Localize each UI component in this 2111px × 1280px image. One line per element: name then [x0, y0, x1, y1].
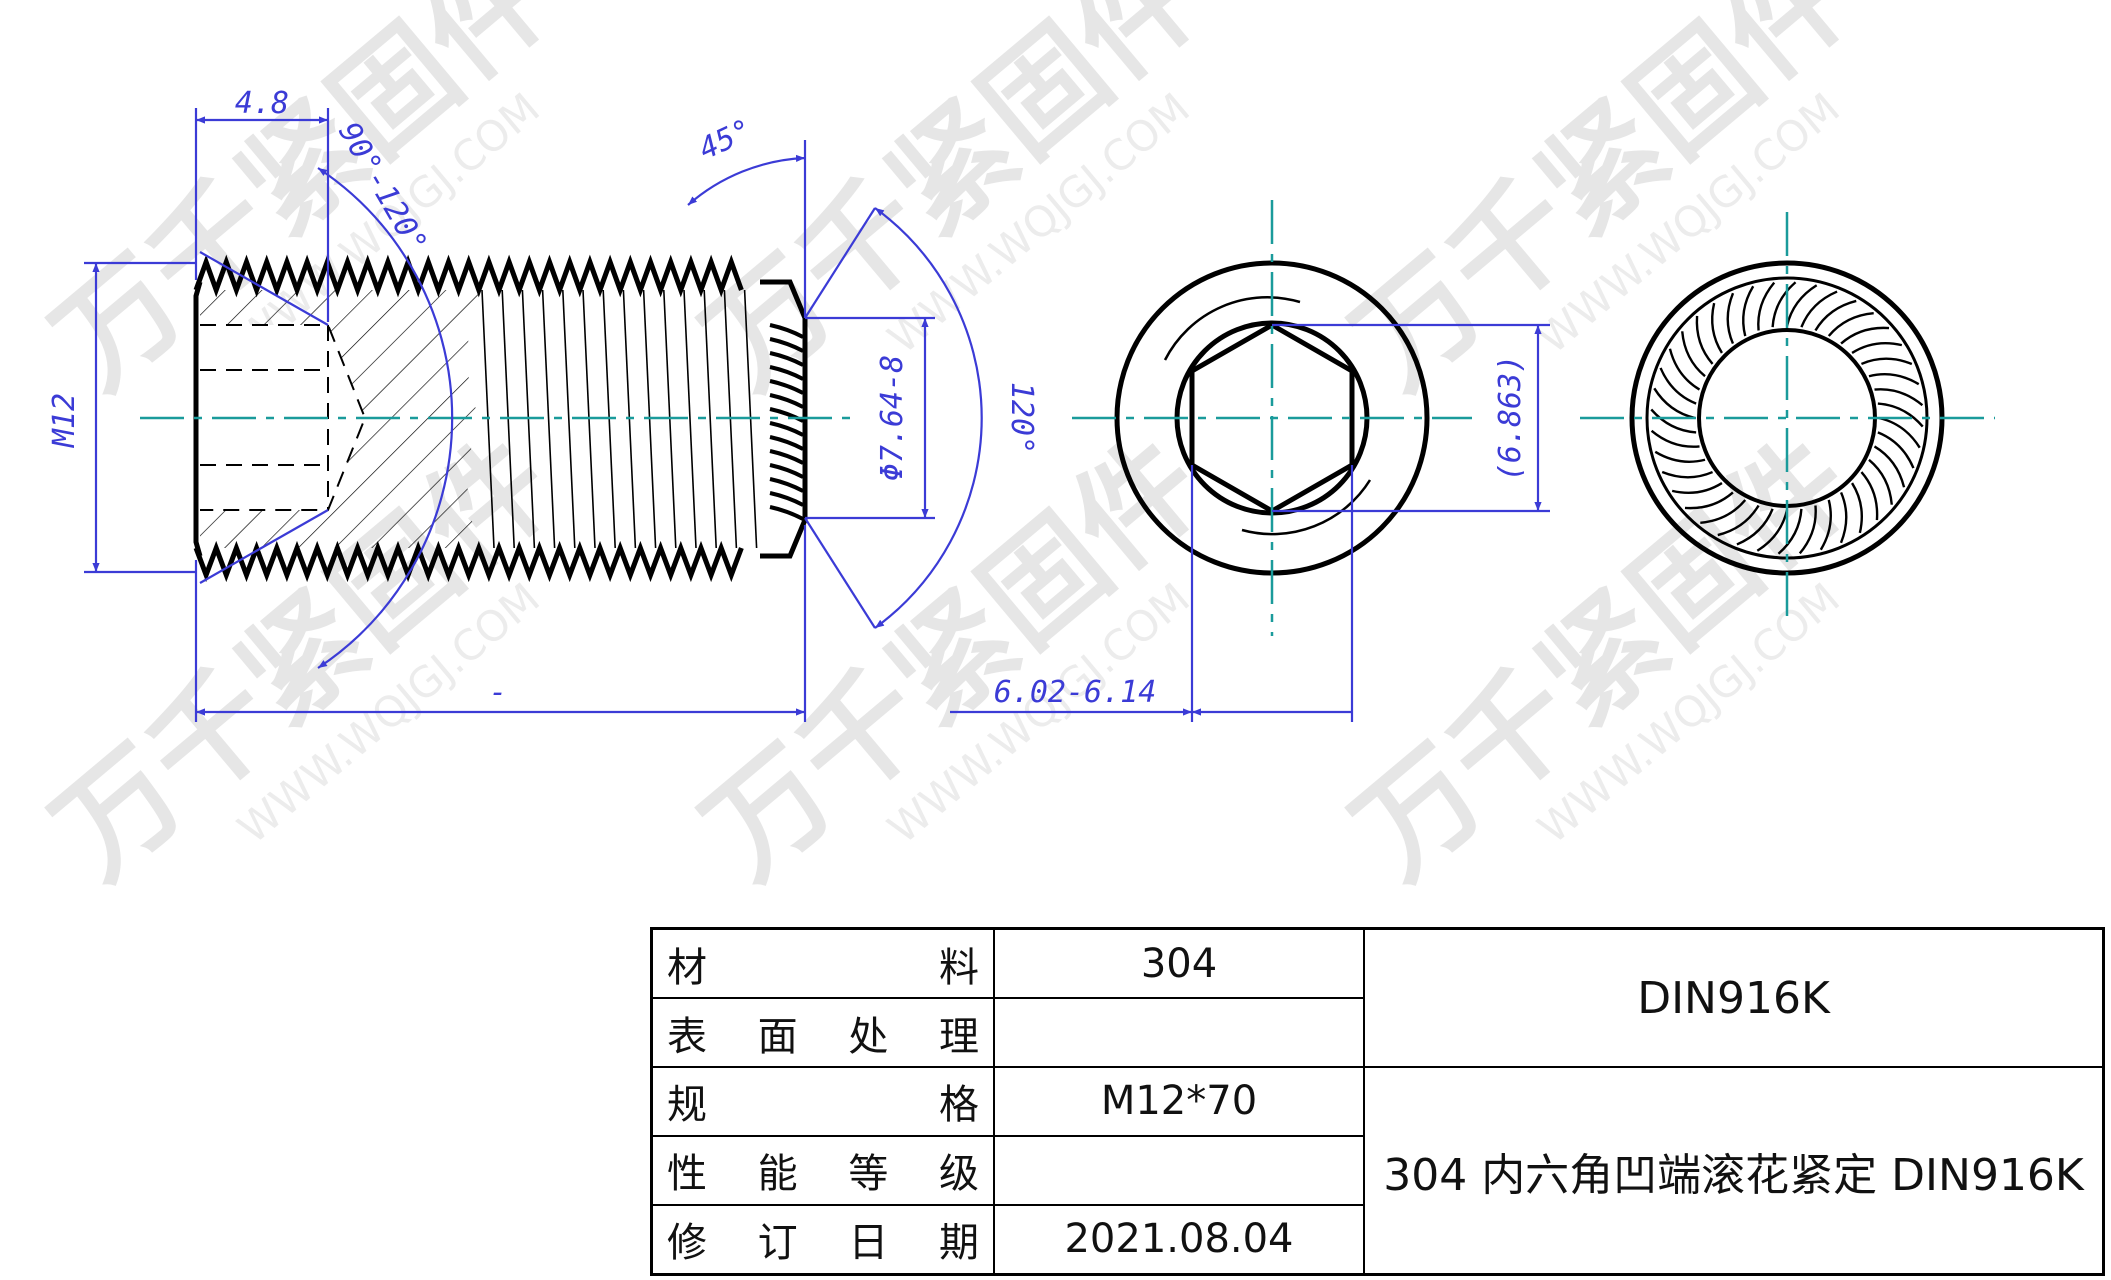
- dim-knurl-diameter: Φ7.64-8: [875, 355, 910, 481]
- svg-text:万千紧固件: 万千紧固件: [679, 0, 1228, 415]
- svg-text:万千紧固件: 万千紧固件: [679, 413, 1228, 905]
- product-description: 304 内六角凹端滚花紧定 DIN916K: [1363, 1066, 2105, 1276]
- dim-across-corners: (6.863): [1493, 355, 1528, 481]
- dim-across-flats: 6.02-6.14: [994, 675, 1157, 710]
- dimension-lines: [84, 108, 983, 722]
- label-revision-date: 修订日期: [650, 1203, 995, 1276]
- end-view-hex-socket: (6.863) 6.02-6.14: [950, 200, 1550, 722]
- dim-thread-size: M12: [47, 393, 82, 448]
- side-view: 4.8 90°-120° 45° M12 Φ7.64-8 120° -: [47, 86, 1039, 722]
- dim-chamfer-angle: 45°: [694, 113, 758, 168]
- title-row-surface: 表面处理: [650, 997, 2104, 1068]
- label-surface-treatment: 表面处理: [650, 997, 995, 1068]
- value-revision-date: 2021.08.04: [993, 1203, 1365, 1276]
- knurled-cup-point: [769, 323, 804, 521]
- label-performance-grade: 性能等级: [650, 1134, 995, 1206]
- dim-cone-angle: 120°: [1004, 382, 1039, 454]
- dim-socket-depth: 4.8: [235, 86, 289, 121]
- thread-crest-bottom: [193, 540, 744, 583]
- value-surface-treatment: [993, 997, 1365, 1068]
- title-row-material: 材料 304 DIN916K: [650, 927, 2105, 1068]
- end-view-knurled-cup: [1580, 212, 1995, 622]
- value-performance-grade: [993, 1134, 1365, 1206]
- label-specification: 规格: [650, 1066, 995, 1137]
- dim-length: -: [489, 675, 507, 710]
- title-row-spec: 规格 M12*70 304 内六角凹端滚花紧定 DIN916K: [650, 1066, 2105, 1276]
- value-material: 304: [993, 927, 1365, 1000]
- thread-crest-top: [193, 254, 744, 298]
- title-row-grade: 性能等级: [650, 1134, 2104, 1206]
- title-block: 材料 304 DIN916K 表面处理 规格 M12*70 304 内六角凹端滚…: [650, 927, 2105, 1276]
- label-material: 材料: [650, 927, 995, 1000]
- title-row-revision: 修订日期 2021.08.04: [650, 1203, 2104, 1276]
- standard-code: DIN916K: [1363, 927, 2105, 1068]
- value-specification: M12*70: [993, 1066, 1365, 1137]
